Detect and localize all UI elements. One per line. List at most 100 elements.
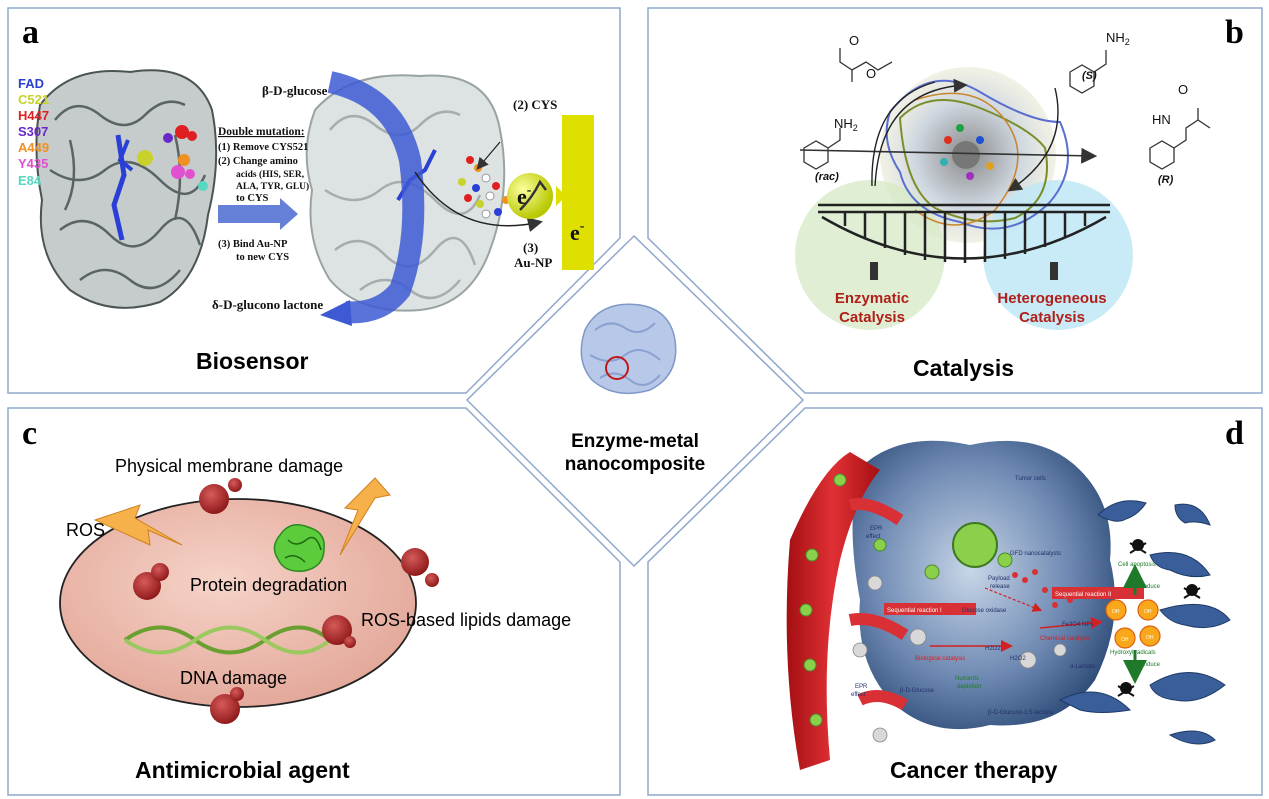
panel-b-labels: O O NH2 (rac) NH2 (S) O HN (R) Enzymatic…	[815, 30, 1188, 326]
electron-ball: e-	[517, 183, 532, 209]
enzymatic-label-2: Catalysis	[839, 309, 905, 326]
seq-reaction-2: Sequential reaction II	[1055, 592, 1112, 598]
reaction-curve-arrow	[327, 71, 425, 324]
chem-catalysis-label: Chemical catalysis	[1040, 636, 1090, 642]
step-1: (1) Remove CYS521	[218, 142, 308, 153]
hetero-label-1: Heterogeneous	[997, 290, 1106, 307]
panel-b-letter: b	[1225, 14, 1244, 51]
panel-b-title: Catalysis	[913, 355, 1015, 381]
ros-bolt-1	[93, 504, 183, 546]
nutrients-2: depletion	[957, 684, 981, 690]
step-2b: acids (HIS, SER,	[236, 169, 305, 180]
payload-2: release	[990, 584, 1010, 590]
oh-4: OH	[1146, 635, 1154, 641]
enzymatic-circle	[795, 180, 945, 330]
ros-label: ROS	[66, 520, 106, 540]
gluconolactone-label: β-D-Glucono-1,5-lactone	[988, 710, 1054, 716]
panel-a-letter: a	[22, 14, 39, 51]
center-title-line-2: nanocomposite	[564, 454, 706, 475]
blood-vessel	[786, 452, 880, 770]
legend-fad: FAD	[18, 76, 44, 91]
panel-d-title: Cancer therapy	[890, 757, 1058, 783]
lactone-label: δ-D-glucono lactone	[212, 297, 323, 312]
panel-d-graphics	[786, 440, 1231, 770]
apoptosis-label: Cell apoptosis	[1118, 562, 1156, 568]
glucose-molecules	[852, 575, 1067, 743]
panel-c-letter: c	[22, 415, 38, 452]
center-diamond-frame	[465, 234, 805, 568]
gfd-nanoparticles	[799, 473, 1013, 727]
electrode-bar	[562, 115, 594, 270]
step-2a: (2) Change amino	[218, 156, 298, 167]
mutation-arrow	[218, 198, 298, 230]
nh2-s: NH2	[1106, 30, 1130, 47]
oh-3: OH	[1121, 637, 1129, 643]
epr-effect-1: effect	[866, 534, 881, 540]
panel-a-title: Biosensor	[196, 348, 309, 374]
enzymatic-label-1: Enzymatic	[835, 290, 909, 307]
physical-damage-label: Physical membrane damage	[115, 456, 344, 476]
panel-d-labels: Tumor cells EPR effect EPR effect GFD na…	[851, 476, 1161, 716]
hetero-label-2: Catalysis	[1019, 309, 1085, 326]
oh-1: OH	[1112, 609, 1120, 615]
epr-label-2: EPR	[855, 684, 868, 690]
legend-h447: H447	[18, 108, 49, 123]
epr-effect-2: effect	[851, 692, 866, 698]
lipids-damage-label: ROS-based lipids damage	[361, 610, 572, 630]
tumor-cells-label: Tumor cells	[1015, 476, 1046, 482]
o-atom-1: O	[849, 33, 859, 48]
electron-electrode: e-	[570, 219, 585, 245]
panel-a-graphics	[35, 69, 594, 326]
np-number: (3)	[523, 240, 538, 255]
lactate-label: α-Lactate	[1070, 664, 1096, 670]
payload-1: Payload	[988, 576, 1010, 582]
cys-cluster	[458, 156, 510, 219]
nh2-rac: NH2	[834, 116, 858, 133]
center-title-line-1: Enzyme-metal	[571, 431, 699, 452]
panel-c-graphics	[59, 477, 439, 724]
legend-y435: Y435	[18, 156, 48, 171]
skull-icons	[1117, 539, 1201, 697]
step-3b: to new CYS	[236, 252, 289, 263]
step-2c: ALA, TYR, GLU)	[236, 181, 309, 192]
fe3o4-label: Fe3O4 NPs	[1062, 622, 1093, 628]
induce-label-1: Induce	[1142, 584, 1161, 590]
induce-label-2: Induce	[1142, 662, 1161, 668]
step-3a: (3) Bind Au-NP	[218, 239, 288, 250]
center-protein	[580, 303, 677, 395]
beta-glucose-label: β-D-glucose	[262, 83, 328, 98]
seq-reaction-1: Sequential reaction I	[887, 608, 942, 614]
o-atom-3: O	[1178, 82, 1188, 97]
legend-c521: C521	[18, 92, 49, 107]
dna-damage-label: DNA damage	[180, 668, 288, 688]
heterogeneous-circle	[983, 180, 1133, 330]
gfd-nanocatalyst	[952, 522, 998, 568]
bio-catalysis-label: Biological catalysis	[915, 656, 965, 662]
r-label: (R)	[1158, 174, 1174, 186]
hn-label: HN	[1152, 112, 1171, 127]
o-atom-2: O	[866, 66, 876, 81]
seq-reaction-2-box	[1052, 587, 1144, 599]
panel-a-labels: β-D-glucose δ-D-glucono lactone Double m…	[212, 83, 585, 312]
glucose-oxidase-label: Glucose oxidase	[962, 608, 1007, 614]
epr-label-1: EPR	[870, 526, 883, 532]
dead-cells	[1058, 500, 1231, 745]
panel-c-title: Antimicrobial agent	[135, 757, 350, 783]
legend-e84: E84	[18, 173, 42, 188]
s-label: (S)	[1082, 70, 1097, 82]
molecule-structures	[803, 48, 1211, 170]
protein-green	[273, 524, 325, 572]
h2o2-label-1: H2O2	[985, 646, 1001, 652]
ros-bolt-2	[339, 477, 391, 556]
gfd-label: GFD nanocatalysts	[1010, 551, 1061, 557]
oh-2: OH	[1144, 609, 1152, 615]
panel-a-legend: FAD C521 H447 S307 A449 Y435 E84	[18, 76, 49, 188]
fe3o4-nanoparticles	[1012, 569, 1073, 608]
protein-structure-1	[35, 69, 218, 309]
tumor-mass	[852, 440, 1115, 730]
cys-label: (2) CYS	[513, 97, 557, 112]
seq-reaction-1-box	[884, 603, 976, 615]
step-2d: to CYS	[236, 193, 269, 204]
panel-b-graphics	[795, 48, 1211, 330]
